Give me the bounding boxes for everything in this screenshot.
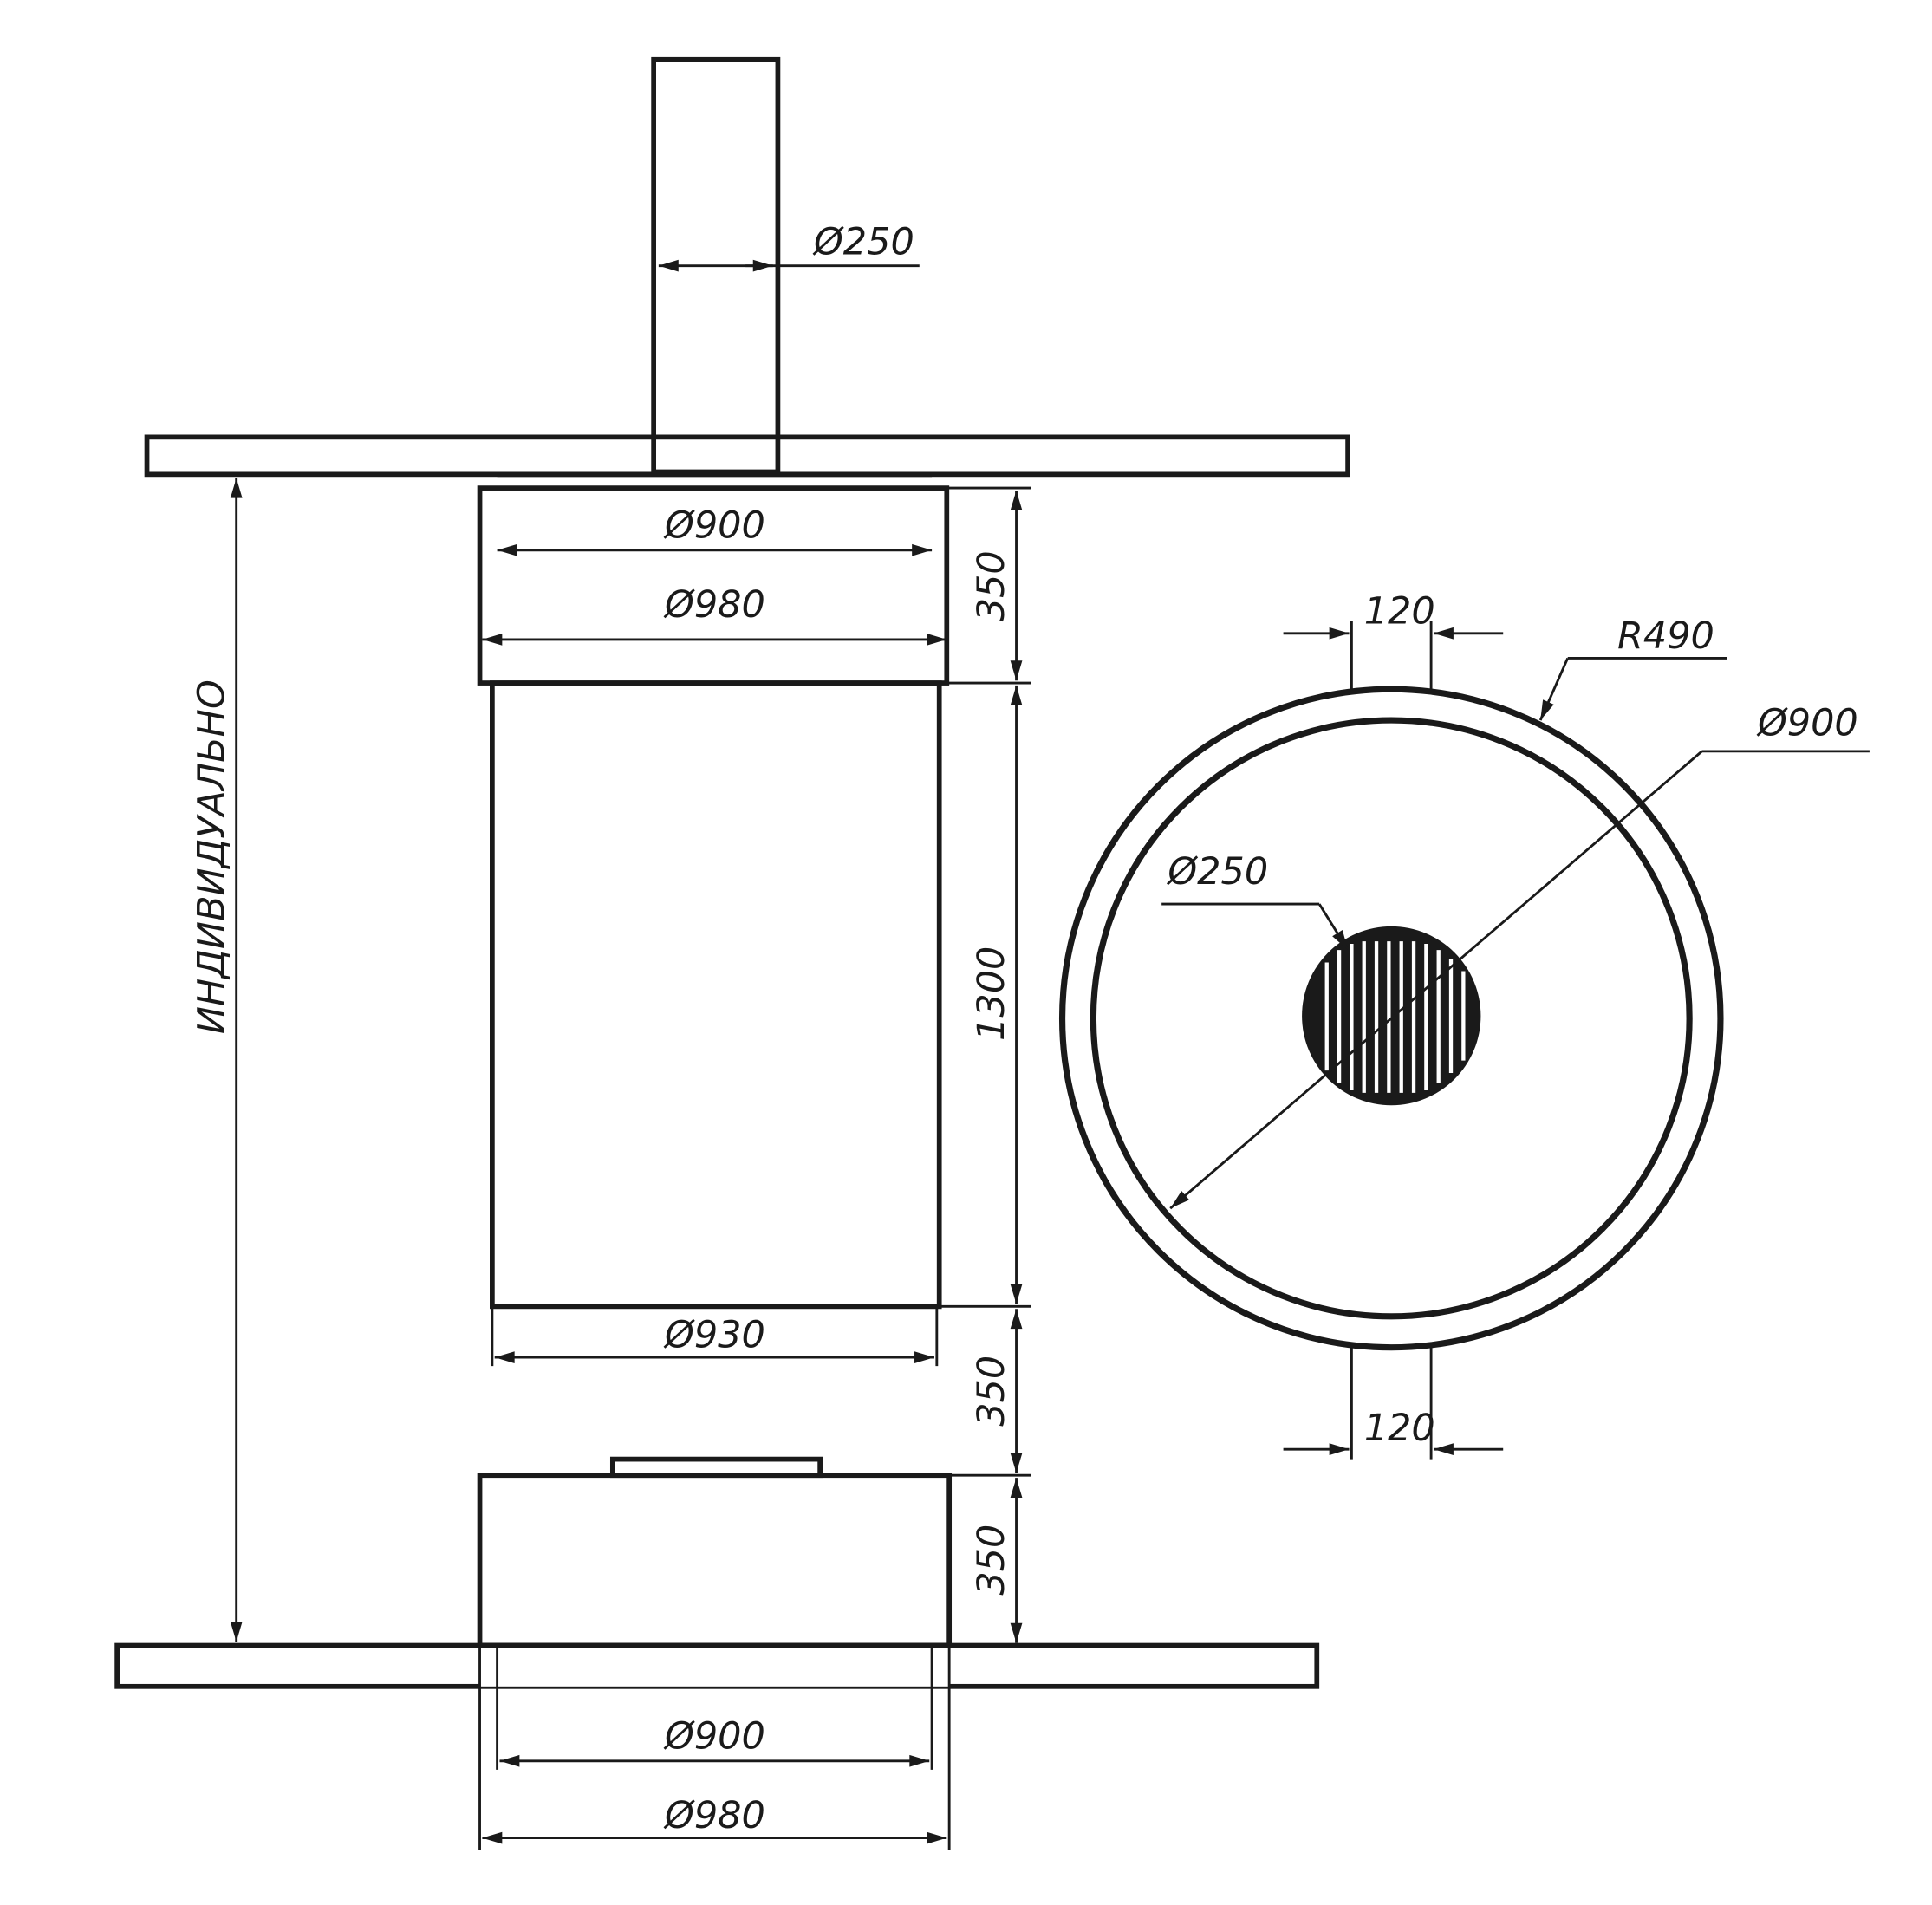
plan-pipe-diameter-label: Ø250	[1166, 850, 1268, 894]
lower-box	[477, 1473, 953, 1648]
upper-inner-diameter-label: Ø900	[663, 504, 765, 547]
upper-outer-diameter-label: Ø980	[663, 583, 765, 627]
gap-height-label: 350	[970, 1356, 1013, 1427]
lower-box-height-label: 350	[970, 1525, 1013, 1596]
lower-inner-diameter-label: Ø900	[663, 1714, 765, 1758]
body-height-label: 1300	[970, 946, 1013, 1041]
pipe-diameter-label: Ø250	[812, 221, 914, 264]
lower-outer-diameter-label: Ø980	[663, 1794, 765, 1837]
plan-bottom-width-label: 120	[1364, 1407, 1435, 1450]
upper-box-height-label: 350	[970, 550, 1013, 621]
plan-radius-label: R490	[1617, 614, 1714, 658]
plan-diameter-label: Ø900	[1756, 701, 1858, 744]
plan-top-width-label: 120	[1364, 589, 1435, 633]
total-height-label: ИНДИВИДУАЛЬНО	[190, 679, 233, 1034]
hood-body	[490, 680, 942, 1310]
plan-view	[1058, 621, 1870, 1460]
ceiling-slab	[144, 434, 1350, 478]
body-diameter-label: Ø930	[663, 1314, 765, 1357]
